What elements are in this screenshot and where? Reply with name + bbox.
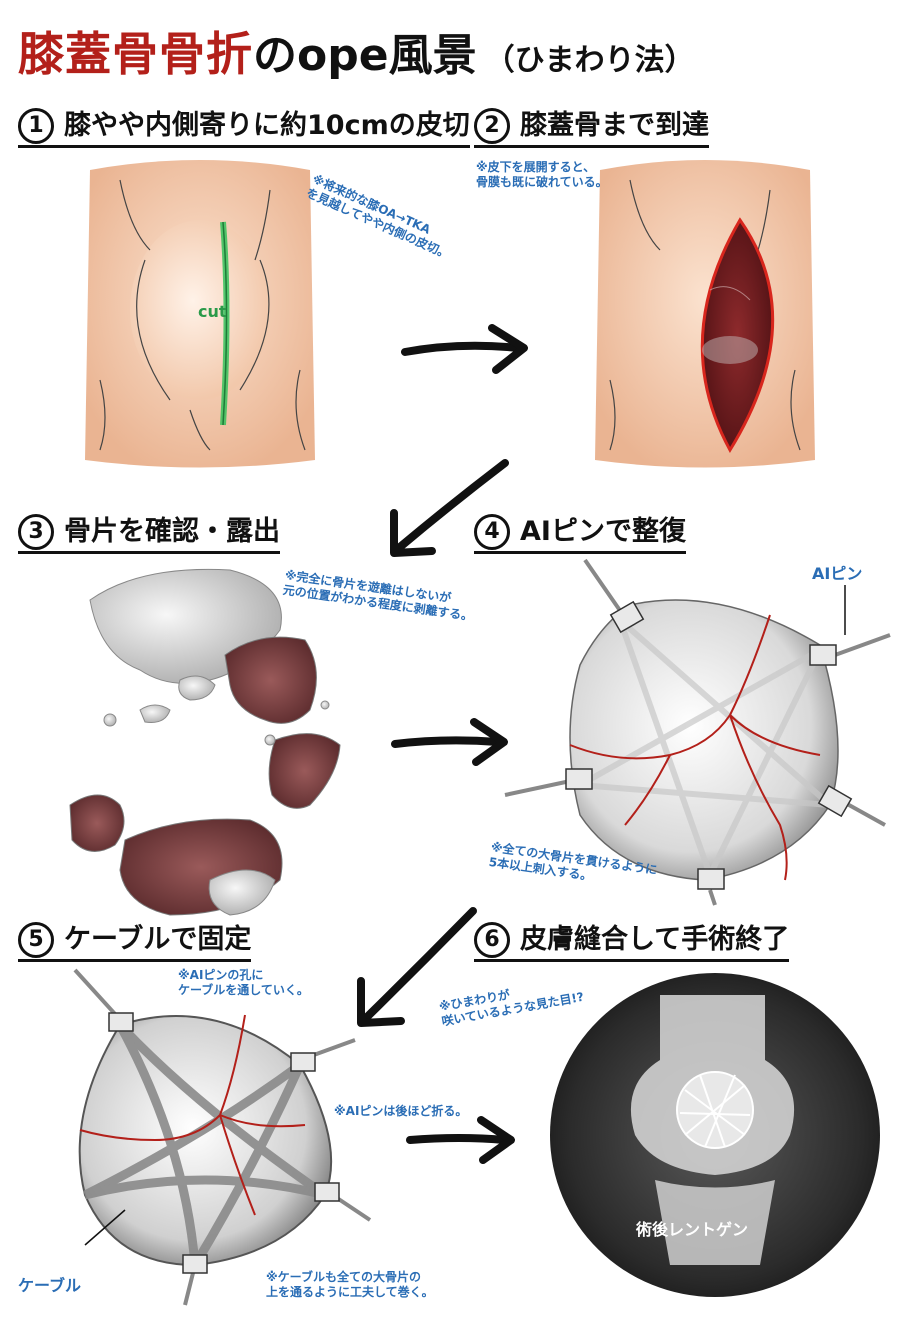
title-black: のope風景 [253, 30, 477, 81]
postop-xray-illustration [540, 965, 890, 1305]
step-number: 1 [18, 108, 54, 144]
main-title: 膝蓋骨骨折のope風景（ひまわり法） [18, 18, 695, 78]
step-number: 5 [18, 922, 54, 958]
title-sub: （ひまわり法） [485, 43, 695, 78]
cut-label: cut [198, 302, 227, 321]
title-red: 膝蓋骨骨折 [18, 27, 253, 81]
step-label: 皮膚縫合して手術終了 [520, 924, 789, 955]
note-step2: ※皮下を展開すると、 骨膜も既に破れている。 [476, 160, 608, 190]
arrow-5-to-6 [405, 1110, 525, 1170]
note-step5b: ※AIピンは後ほど折る。 [334, 1104, 467, 1119]
bone-fragments-illustration [60, 560, 380, 930]
step-label: AIピンで整復 [520, 516, 686, 547]
ai-pin-label: AIピン [812, 560, 862, 584]
step-1-heading: 1 膝やや内側寄りに約10cmの皮切 [18, 108, 470, 148]
step-number: 3 [18, 514, 54, 550]
note-step5c: ※ケーブルも全ての大骨片の 上を通るように工夫して巻く。 [266, 1270, 434, 1300]
step-2-heading: 2 膝蓋骨まで到達 [474, 108, 709, 148]
knee-opened-illustration [580, 150, 830, 480]
step-label: 膝蓋骨まで到達 [520, 110, 709, 141]
arrow-1-to-2 [400, 320, 540, 380]
step-label: 骨片を確認・露出 [64, 516, 280, 547]
arrow-2-to-3 [380, 455, 520, 565]
note-step5a: ※AIピンの孔に ケーブルを通していく。 [178, 968, 309, 998]
step-number: 2 [474, 108, 510, 144]
step-label: 膝やや内側寄りに約10cmの皮切 [64, 110, 470, 141]
step-3-heading: 3 骨片を確認・露出 [18, 514, 280, 554]
patella-cable-illustration [45, 965, 375, 1305]
xray-label: 術後レントゲン [636, 1216, 748, 1240]
cable-label: ケーブル [18, 1272, 81, 1296]
